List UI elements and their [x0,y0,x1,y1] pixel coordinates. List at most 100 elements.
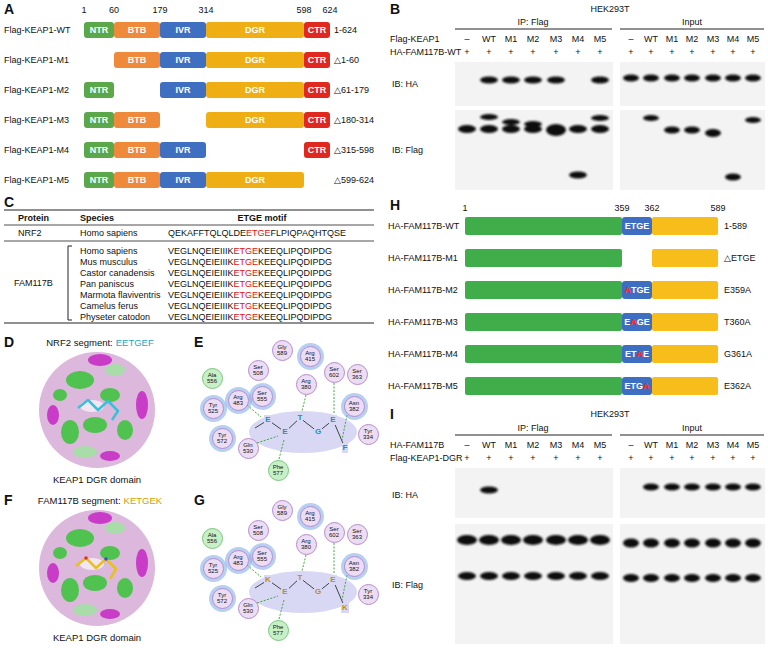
lane-label: M1 [666,440,679,450]
motif-label: E [624,317,630,327]
plus-sign: + [648,47,653,57]
motif-core: ETGE [234,246,259,256]
motif-seq: QEKAFFTQLQLDE [168,228,246,238]
residue-label: Tyr 572 [215,592,229,604]
panel-letter: I [390,406,394,422]
domain-box: CTR [304,112,330,128]
motif-seq: VEGLNQEIEIIIK [168,301,234,311]
plus-sign: + [628,453,633,463]
motif-core: ETGE [234,312,259,322]
motif-box: ATGE [622,281,652,299]
residue-label: Ala 556 [205,532,219,544]
plus-sign: + [689,47,694,57]
residue-label: Ser 555 [255,390,269,402]
residue-label: Ser 508 [251,524,265,536]
plus-sign: + [553,47,558,57]
plus-sign: + [508,453,513,463]
table-header: Species [80,213,114,223]
motif-seq: KEEQLIPQDIPDG [258,290,332,300]
lane-label: M5 [747,440,760,450]
residue-circle: Arg 380 [296,374,317,395]
residue-number: 362 [644,203,659,213]
mutation-label: T360A [724,317,751,327]
deletion-range: △61-179 [334,85,369,95]
domain-label: BTB [128,25,147,35]
motif-core: ETGE [246,228,271,238]
domain-box: BTB [114,172,160,188]
motif-seq: KEEQLIPQDIPDG [258,312,332,322]
residue-circle: Arg 483 [228,550,249,571]
residue-label: Asn 382 [347,560,361,572]
ligand-residue: K [264,575,272,584]
lane-label: M4 [572,440,585,450]
panel-letter: A [4,1,14,17]
residue-circle: Tyr 525 [203,398,224,419]
residue-number: 1 [81,5,86,15]
domain-label: BTB [128,145,147,155]
plus-sign: + [508,47,513,57]
plus-sign: + [669,453,674,463]
construct-name: HA-FAM117B-M1 [388,253,458,263]
lane-label: – [464,440,469,450]
plus-sign: + [597,453,602,463]
plus-sign: + [689,453,694,463]
domain-box: DGR [206,82,304,98]
lane-label: WT [644,34,658,44]
domain-box: CTR [304,142,330,158]
residue-label: Tyr 572 [215,432,229,444]
construct-name: HA-FAM117B-M4 [388,349,458,359]
segment-title: NRF2 segment: [46,338,113,349]
plus-sign: + [530,47,535,57]
domain-box: IVR [160,172,206,188]
domain-box: CTR [304,52,330,68]
lane-label: M5 [594,34,607,44]
residue-label: Asn 382 [347,400,361,412]
motif-seq: VEGLNQEIEIIIK [168,268,234,278]
plus-sign: + [530,453,535,463]
domain-label: DGR [245,175,265,185]
domain-box: BTB [114,112,160,128]
residue-label: Ser 508 [251,364,265,376]
construct-name: HA-FAM117B-M5 [388,381,458,391]
motif-box: ETGA [622,377,652,395]
plus-sign: + [628,47,633,57]
residue-circle: Gln 530 [238,438,259,459]
residue-label: Tyr 525 [206,562,220,574]
plus-sign: + [730,47,735,57]
panel-letter: D [4,334,14,350]
domain-label: IVR [175,175,190,185]
deletion-range: △315-598 [334,145,374,155]
domain-label: IVR [175,25,190,35]
lane-label: WT [482,34,496,44]
residue-label: Arg 380 [299,538,313,550]
plus-sign: + [710,453,715,463]
motif-label: ET [625,349,637,359]
domain-label: NTR [90,145,109,155]
residue-circle: Ala 556 [202,528,223,549]
residue-label: Ser 363 [350,368,364,380]
residue-number: 624 [322,5,337,15]
residue-label: Arg 415 [303,350,317,362]
residue-label: Tyr 525 [206,402,220,414]
lane-label: M5 [594,440,607,450]
motif-seq: KEEQLIPQDIPDG [258,246,332,256]
species-name: Pan paniscus [80,279,134,289]
residue-circle: Asn 382 [344,556,365,577]
lane-label: M1 [505,440,518,450]
cell-line: HEK293T [590,409,629,419]
row-label: Flag-KEAP1-DGR [390,453,463,463]
lane-label: – [628,34,633,44]
blot-header: Input [682,423,702,433]
antibody-label: IB: HA [392,79,418,89]
antibody-label: IB: Flag [392,580,423,590]
motif-box: EAGE [622,313,652,331]
plus-sign: + [750,453,755,463]
lane-label: M5 [747,34,760,44]
residue-label: Ser 555 [255,550,269,562]
ligand-residue: T [297,413,304,422]
table-header: Protein [18,213,49,223]
residue-circle: Tyr 572 [212,428,233,449]
residue-label: Phe 577 [271,624,285,636]
construct-name: HA-FAM117B-M3 [388,317,458,327]
